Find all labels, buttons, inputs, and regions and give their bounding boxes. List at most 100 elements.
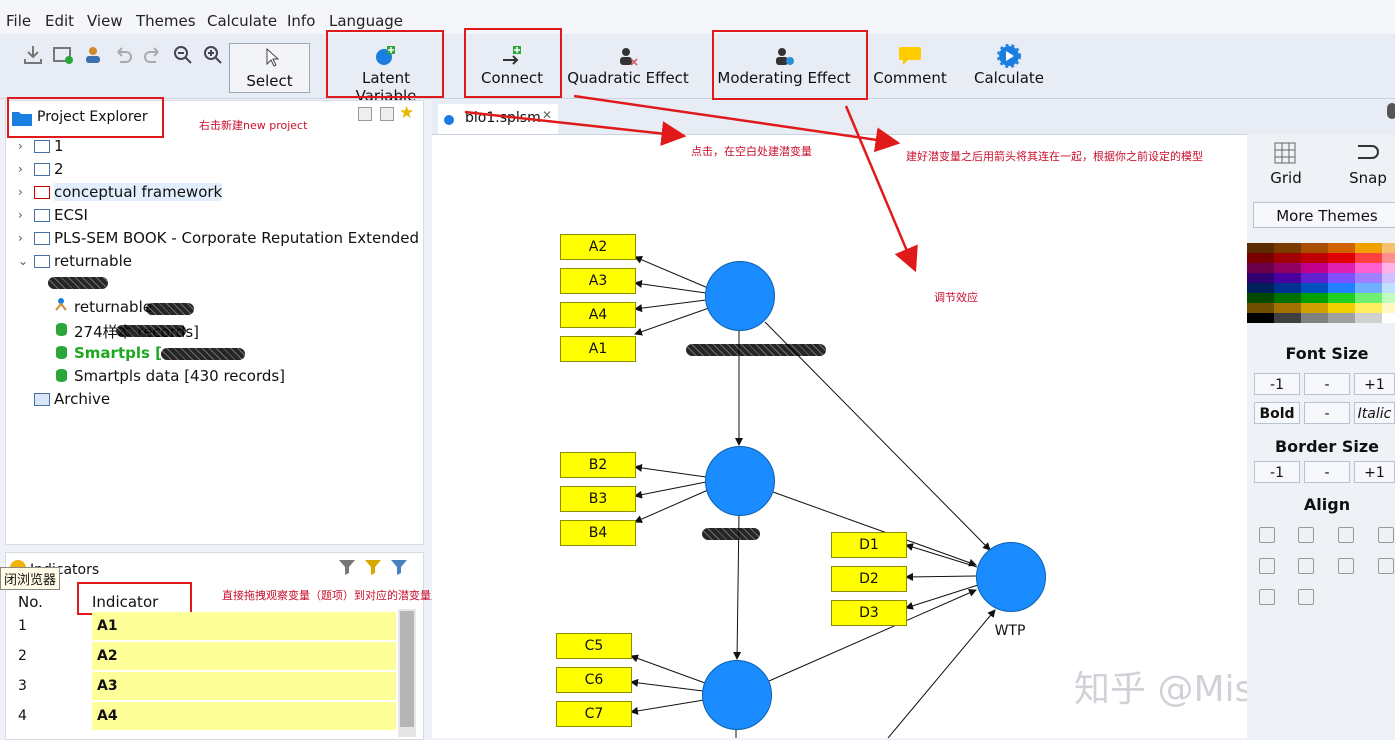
project-item-returnable[interactable]: returnable [54, 252, 132, 270]
menu-info[interactable]: Info [287, 12, 316, 30]
color-swatch[interactable] [1301, 313, 1328, 323]
color-swatch[interactable] [1301, 303, 1328, 313]
model-item[interactable]: returnable [74, 298, 152, 316]
filter-icon[interactable] [338, 559, 356, 575]
color-swatch[interactable] [1382, 243, 1395, 253]
color-swatch[interactable] [1274, 263, 1301, 273]
row-indicator[interactable]: A2 [92, 642, 396, 670]
undo-icon[interactable] [112, 44, 134, 66]
latent-variable-node[interactable] [702, 660, 772, 730]
chevron-right-icon[interactable]: › [18, 139, 23, 153]
color-swatch[interactable] [1247, 283, 1274, 293]
color-swatch[interactable] [1247, 273, 1274, 283]
project-explorer-tab[interactable]: Project Explorer [6, 101, 148, 131]
align-left-icon[interactable] [1259, 527, 1275, 543]
chevron-right-icon[interactable]: › [18, 185, 23, 199]
indicator-box[interactable]: C5 [556, 633, 632, 659]
color-swatch[interactable] [1355, 243, 1382, 253]
style-reset-button[interactable]: - [1304, 402, 1350, 424]
color-swatch[interactable] [1247, 303, 1274, 313]
menu-edit[interactable]: Edit [45, 12, 75, 30]
close-tab-icon[interactable]: ✕ [542, 108, 553, 122]
color-swatch[interactable] [1355, 283, 1382, 293]
project-item-1[interactable]: 1 [54, 137, 64, 155]
expand-all-icon[interactable] [358, 107, 372, 121]
indicator-box[interactable]: A1 [560, 336, 636, 362]
border-increase-button[interactable]: +1 [1354, 461, 1395, 483]
indicator-box[interactable]: B2 [560, 452, 636, 478]
color-swatch[interactable] [1247, 313, 1274, 323]
color-swatch[interactable] [1247, 263, 1274, 273]
color-swatch[interactable] [1274, 283, 1301, 293]
color-swatch[interactable] [1274, 303, 1301, 313]
indicator-box[interactable]: B4 [560, 520, 636, 546]
more-themes-button[interactable]: More Themes [1253, 202, 1395, 228]
color-swatch[interactable] [1247, 243, 1274, 253]
archive-item[interactable]: Archive [54, 390, 111, 408]
border-reset-button[interactable]: - [1304, 461, 1350, 483]
font-size-decrease-button[interactable]: -1 [1254, 373, 1300, 395]
users-icon[interactable] [82, 44, 104, 66]
color-swatch[interactable] [1355, 303, 1382, 313]
redo-icon[interactable] [142, 44, 164, 66]
font-size-increase-button[interactable]: +1 [1354, 373, 1395, 395]
table-row[interactable]: 3 A3 [6, 672, 396, 702]
distribute-vertical-icon[interactable] [1298, 589, 1314, 605]
indicator-box[interactable]: C6 [556, 667, 632, 693]
color-swatch[interactable] [1382, 273, 1395, 283]
color-swatch[interactable] [1301, 293, 1328, 303]
filter-blue-icon[interactable] [390, 559, 408, 575]
latent-variable-node[interactable] [705, 446, 775, 516]
chevron-right-icon[interactable]: › [18, 231, 23, 245]
color-swatch[interactable] [1328, 313, 1355, 323]
grid-icon[interactable] [1274, 142, 1296, 164]
latent-variable-node-wtp[interactable] [976, 542, 1046, 612]
comment-button[interactable]: Comment [870, 36, 950, 96]
align-right-icon[interactable] [1338, 527, 1354, 543]
color-swatch[interactable] [1328, 283, 1355, 293]
menu-file[interactable]: File [6, 12, 32, 30]
color-swatch[interactable] [1382, 263, 1395, 273]
indicator-box[interactable]: D3 [831, 600, 907, 626]
select-button[interactable]: Select [229, 43, 310, 93]
scrollbar-thumb[interactable] [400, 611, 414, 727]
download-icon[interactable] [22, 44, 44, 66]
color-swatch[interactable] [1382, 283, 1395, 293]
color-swatch[interactable] [1247, 253, 1274, 263]
color-swatch[interactable] [1382, 253, 1395, 263]
color-swatch[interactable] [1274, 243, 1301, 253]
color-swatch[interactable] [1355, 293, 1382, 303]
indicator-box[interactable]: D2 [831, 566, 907, 592]
border-decrease-button[interactable]: -1 [1254, 461, 1300, 483]
menu-language[interactable]: Language [329, 12, 404, 30]
color-swatch[interactable] [1382, 313, 1395, 323]
indicator-box[interactable]: B3 [560, 486, 636, 512]
color-swatch[interactable] [1301, 243, 1328, 253]
data-item-smartpls-data[interactable]: Smartpls data [430 records] [74, 367, 286, 385]
data-item-smartpls-active[interactable]: Smartpls [ [74, 344, 163, 362]
table-row[interactable]: 2 A2 [6, 642, 396, 672]
color-swatch[interactable] [1382, 293, 1395, 303]
font-size-reset-button[interactable]: - [1304, 373, 1350, 395]
color-swatch[interactable] [1274, 273, 1301, 283]
latent-variable-node[interactable] [705, 261, 775, 331]
menu-calculate[interactable]: Calculate [207, 12, 278, 30]
chevron-down-icon[interactable]: ⌄ [18, 254, 29, 268]
vertical-scrollbar[interactable] [398, 609, 416, 737]
color-swatch[interactable] [1328, 263, 1355, 273]
zoom-in-icon[interactable] [202, 44, 224, 66]
color-swatch[interactable] [1355, 263, 1382, 273]
star-icon[interactable]: ★ [399, 103, 415, 123]
color-swatch[interactable] [1301, 263, 1328, 273]
color-swatch[interactable] [1328, 303, 1355, 313]
color-swatch[interactable] [1355, 253, 1382, 263]
project-item-pls-sem-book[interactable]: PLS-SEM BOOK - Corporate Reputation Exte… [54, 229, 420, 247]
menu-view[interactable]: View [87, 12, 123, 30]
align-distribute-icon[interactable] [1378, 527, 1394, 543]
zoom-out-icon[interactable] [172, 44, 194, 66]
indicator-box[interactable]: D1 [831, 532, 907, 558]
row-indicator[interactable]: A1 [92, 612, 396, 640]
editor-tab[interactable]: bio1.splsm ✕ [438, 104, 558, 134]
quadratic-effect-button[interactable]: Quadratic Effect [566, 36, 690, 96]
color-swatch[interactable] [1274, 253, 1301, 263]
